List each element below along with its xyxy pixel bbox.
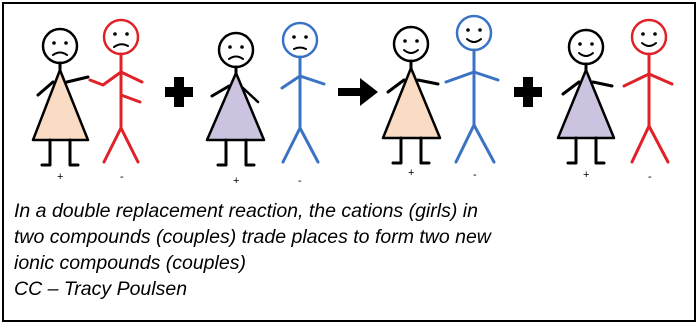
anion-charge-label-3: - [473, 169, 477, 181]
anion-charge-label-2: - [298, 175, 302, 187]
boy-anion-figure-3 [444, 14, 500, 164]
cation-charge-label-2: + [233, 175, 239, 187]
cation-charge-label-1: + [57, 171, 63, 183]
anion-charge-label-4: - [648, 171, 652, 183]
caption-line-3: ionic compounds (couples) [14, 252, 246, 274]
yields-arrow [338, 78, 378, 106]
girl-cation-figure-3 [381, 25, 442, 165]
cation-charge-label-4: + [583, 169, 589, 181]
boy-anion-figure-2 [280, 21, 326, 164]
reaction-illustration: + - + - + - + - [31, 14, 674, 187]
anion-charge-label-1: - [120, 171, 124, 183]
caption-line-1: In a double replacement reaction, the ca… [14, 200, 478, 222]
cation-charge-label-3: + [408, 167, 414, 179]
girl-cation-figure-1 [31, 27, 90, 167]
plus-sign-2 [514, 77, 542, 107]
plus-sign-1 [165, 77, 193, 107]
girl-cation-figure-2 [205, 31, 266, 167]
figure-caption: In a double replacement reaction, the ca… [14, 198, 682, 302]
girl-cation-figure-4 [556, 28, 616, 165]
boy-anion-figure-1 [88, 18, 144, 164]
caption-credit: CC – Tracy Poulsen [14, 278, 188, 300]
caption-line-2: two compounds (couples) trade places to … [14, 226, 491, 248]
boy-anion-figure-4 [622, 18, 674, 164]
